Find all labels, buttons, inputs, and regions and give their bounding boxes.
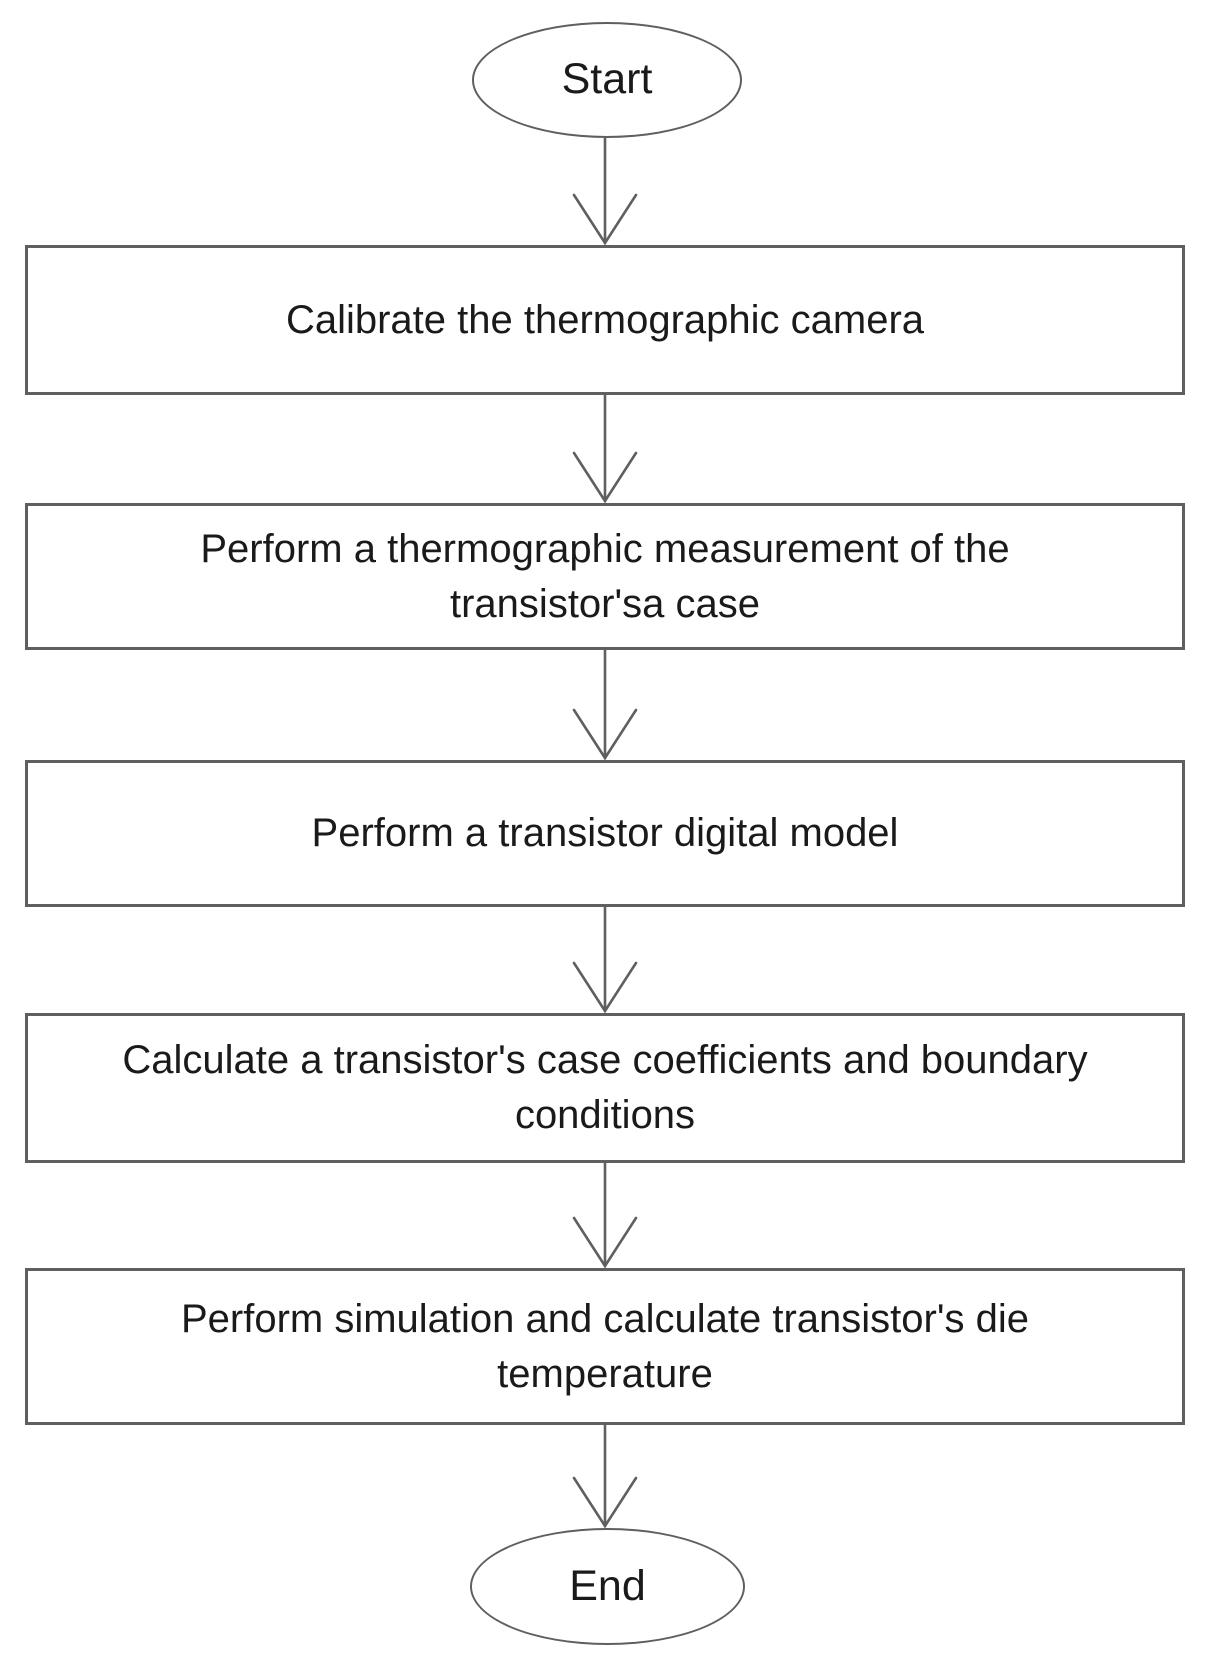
flow-node-calculate-coefficients-label: Calculate a transistor's case coefficien… xyxy=(122,1038,1088,1137)
flow-node-simulation: Perform simulation and calculate transis… xyxy=(25,1268,1185,1425)
flow-node-digital-model-label: Perform a transistor digital model xyxy=(311,811,899,855)
flow-node-calculate-coefficients: Calculate a transistor's case coefficien… xyxy=(25,1013,1185,1163)
flow-node-end-label: End xyxy=(569,1561,646,1610)
arrow-down-icon xyxy=(572,395,638,503)
flow-node-end: End xyxy=(470,1528,745,1645)
flow-arrow-simulation-to-end xyxy=(565,1425,645,1528)
flow-arrow-measurement-to-model xyxy=(565,650,645,760)
flow-node-thermographic-measurement-label: Perform a thermographic measurement of t… xyxy=(200,526,1010,626)
flow-node-calibrate-camera: Calibrate the thermographic camera xyxy=(25,245,1185,395)
arrow-down-icon xyxy=(572,138,638,245)
arrow-down-icon xyxy=(572,1425,638,1528)
arrow-down-icon xyxy=(572,650,638,760)
flow-arrow-calibrate-to-measurement xyxy=(565,395,645,503)
flow-arrow-start-to-calibrate xyxy=(565,138,645,245)
flow-node-calibrate-camera-label: Calibrate the thermographic camera xyxy=(285,297,925,342)
flow-node-start: Start xyxy=(472,22,742,138)
flow-node-simulation-label: Perform simulation and calculate transis… xyxy=(180,1296,1029,1396)
arrow-down-icon xyxy=(572,907,638,1013)
arrow-down-icon xyxy=(572,1163,638,1268)
flow-arrow-coefficients-to-simulation xyxy=(565,1163,645,1268)
flow-node-start-label: Start xyxy=(561,55,653,104)
flow-node-digital-model: Perform a transistor digital model xyxy=(25,760,1185,907)
flow-node-thermographic-measurement: Perform a thermographic measurement of t… xyxy=(25,503,1185,650)
flow-arrow-model-to-coefficients xyxy=(565,907,645,1013)
